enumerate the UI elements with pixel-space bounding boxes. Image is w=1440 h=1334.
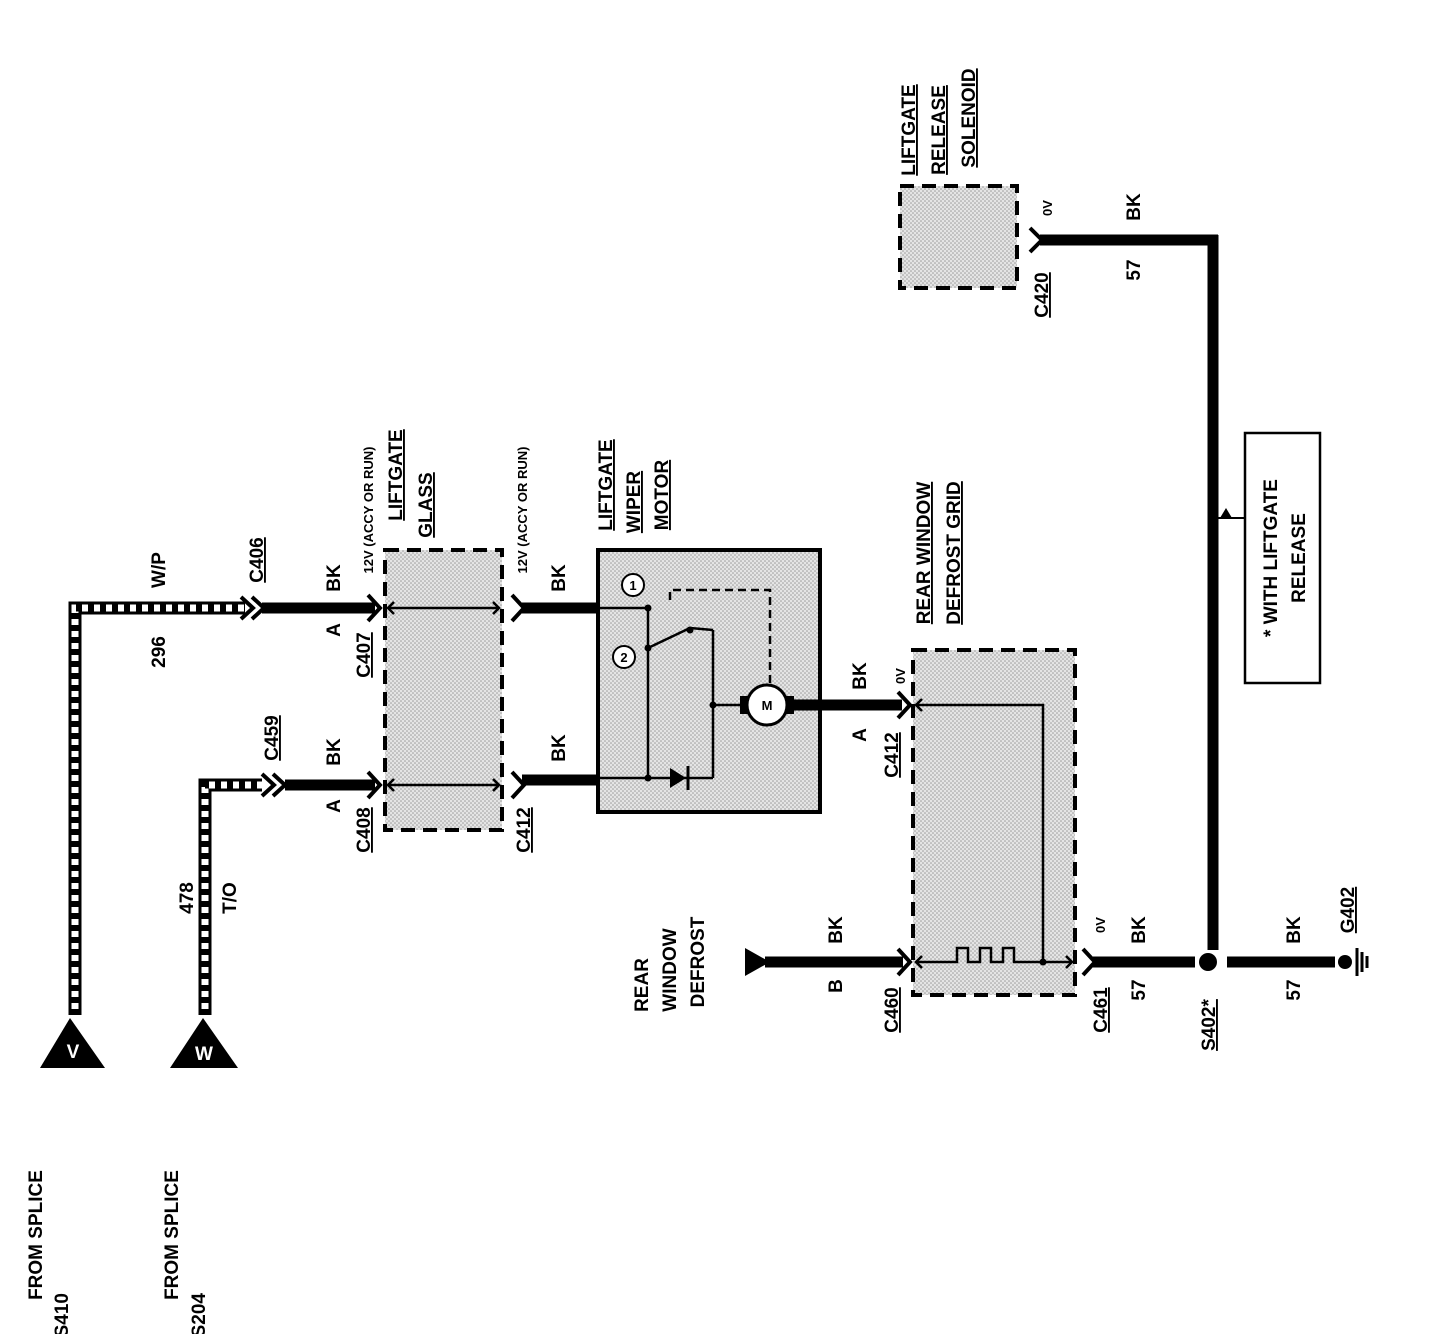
connector-c420-chevron bbox=[1028, 226, 1045, 254]
wire-bk-label-top: BK bbox=[324, 564, 345, 592]
connector-c460-label: C460 bbox=[882, 987, 903, 1032]
wire-bk-defrost-label: BK bbox=[826, 916, 847, 944]
wiper-title-line3: MOTOR bbox=[652, 460, 673, 531]
svg-text:2: 2 bbox=[620, 650, 627, 665]
connector-c412-defrost-chevron bbox=[896, 690, 913, 720]
ground-symbol-icon bbox=[1338, 948, 1369, 976]
solenoid-title-line3: SOLENOID bbox=[959, 68, 980, 167]
wiper-switch-node-3 bbox=[686, 626, 694, 634]
splice-s410-line1: FROM SPLICE bbox=[26, 1170, 47, 1300]
voltage-0v-motor: 0V bbox=[893, 668, 908, 684]
wire-bk-c461-label: BK bbox=[1129, 916, 1150, 944]
solenoid-title-line1: LIFTGATE bbox=[899, 84, 920, 175]
wiper-title-line1: LIFTGATE bbox=[596, 439, 617, 530]
wire-bk-label-bottom: BK bbox=[324, 738, 345, 766]
wire-296-number: 296 bbox=[149, 636, 170, 668]
connector-c412-wiper-label: C412 bbox=[514, 807, 535, 852]
option-note-line2: RELEASE bbox=[1289, 513, 1310, 603]
solenoid-box bbox=[898, 184, 1019, 290]
defrost-grid-trace bbox=[914, 698, 1074, 969]
splice-s410-line2: S410 bbox=[52, 1293, 73, 1334]
pin-a-label-bottom: A bbox=[324, 799, 345, 813]
option-note-arrow bbox=[1220, 508, 1232, 518]
voltage-0v-c461: 0V bbox=[1093, 917, 1108, 933]
option-note-box bbox=[1243, 431, 1322, 685]
glass-title-line1: LIFTGATE bbox=[386, 429, 407, 520]
voltage-12v-glass: 12V (ACCY OR RUN) bbox=[361, 447, 376, 574]
rear-defrost-line1: REAR bbox=[632, 958, 653, 1012]
pin-a-label-top: A bbox=[324, 623, 345, 637]
connector-c408-label: C408 bbox=[354, 807, 375, 852]
wire-bk-wiper-top: BK bbox=[549, 564, 570, 592]
diode-icon bbox=[670, 766, 690, 790]
connector-c459-label: C459 bbox=[262, 715, 283, 760]
connector-c407-label: C407 bbox=[354, 632, 375, 677]
voltage-0v-solenoid: 0V bbox=[1040, 200, 1055, 216]
option-note-line1: * WITH LIFTGATE bbox=[1261, 479, 1282, 637]
connector-c412-motor-label: C412 bbox=[882, 732, 903, 777]
wiper-motor-circuit bbox=[600, 588, 772, 780]
wire-57-c461-label: 57 bbox=[1129, 979, 1150, 1000]
defrost-grid-box bbox=[911, 648, 1077, 997]
pin-1-badge: 1 bbox=[621, 573, 645, 597]
motor-icon: M bbox=[740, 683, 794, 727]
wire-296 bbox=[68, 601, 245, 1015]
connector-c407-chevron bbox=[366, 593, 383, 623]
wiper-switch-node-5 bbox=[644, 774, 652, 782]
liftgate-glass-traces bbox=[386, 601, 501, 792]
wire-478-number: 478 bbox=[177, 882, 198, 914]
svg-text:W: W bbox=[195, 1044, 213, 1065]
connector-c420-label: C420 bbox=[1032, 272, 1053, 317]
splice-w-triangle: W bbox=[170, 1018, 238, 1068]
svg-text:M: M bbox=[762, 698, 773, 713]
defrost-grid-title-line2: DEFROST GRID bbox=[944, 481, 965, 625]
defrost-grid-title-line1: REAR WINDOW bbox=[914, 482, 935, 625]
splice-s204-line2: S204 bbox=[189, 1293, 210, 1334]
connector-c408-chevron bbox=[366, 770, 383, 800]
splice-s402-label: S402* bbox=[1199, 999, 1220, 1051]
wire-bk-wiper-bottom: BK bbox=[549, 734, 570, 762]
rear-defrost-line3: DEFROST bbox=[688, 916, 709, 1007]
wire-478 bbox=[198, 778, 262, 1015]
defrost-input-arrow bbox=[745, 948, 770, 976]
connector-c406-label: C406 bbox=[247, 537, 268, 582]
wire-bk-g402-label: BK bbox=[1284, 916, 1305, 944]
liftgate-glass-box bbox=[383, 548, 504, 832]
wiper-switch-node-1 bbox=[644, 604, 652, 612]
rear-defrost-line2: WINDOW bbox=[660, 928, 681, 1011]
wiper-switch-node-4 bbox=[709, 701, 717, 709]
wiper-switch-node-2 bbox=[644, 644, 652, 652]
wire-bk-motor-label: BK bbox=[850, 662, 871, 690]
splice-v-triangle: V bbox=[40, 1018, 105, 1068]
svg-text:1: 1 bbox=[629, 578, 636, 593]
voltage-12v-wiper: 12V (ACCY OR RUN) bbox=[515, 447, 530, 574]
pin-2-badge: 2 bbox=[612, 645, 636, 669]
wire-bk-solenoid-label: BK bbox=[1124, 193, 1145, 221]
connector-c460-chevron bbox=[896, 947, 913, 977]
splice-s402-dot bbox=[1199, 953, 1217, 971]
wire-57-g402-label: 57 bbox=[1284, 979, 1305, 1000]
ground-g402-label: G402 bbox=[1338, 887, 1359, 933]
connector-c459-chevron bbox=[260, 772, 288, 798]
wiper-title-line2: WIPER bbox=[624, 471, 645, 534]
wire-57-solenoid-label: 57 bbox=[1124, 259, 1145, 280]
wire-478-color: T/O bbox=[220, 882, 241, 914]
wire-296-color: W/P bbox=[149, 552, 170, 588]
connector-c461-label: C461 bbox=[1091, 987, 1112, 1033]
glass-title-line2: GLASS bbox=[416, 472, 437, 537]
solenoid-title-line2: RELEASE bbox=[929, 85, 950, 175]
splice-s204-line1: FROM SPLICE bbox=[162, 1170, 183, 1300]
pin-a-motor-label: A bbox=[850, 728, 871, 742]
svg-text:V: V bbox=[67, 1042, 80, 1063]
pin-b-defrost-label: B bbox=[826, 979, 847, 993]
defrost-grid-node bbox=[1039, 958, 1047, 966]
